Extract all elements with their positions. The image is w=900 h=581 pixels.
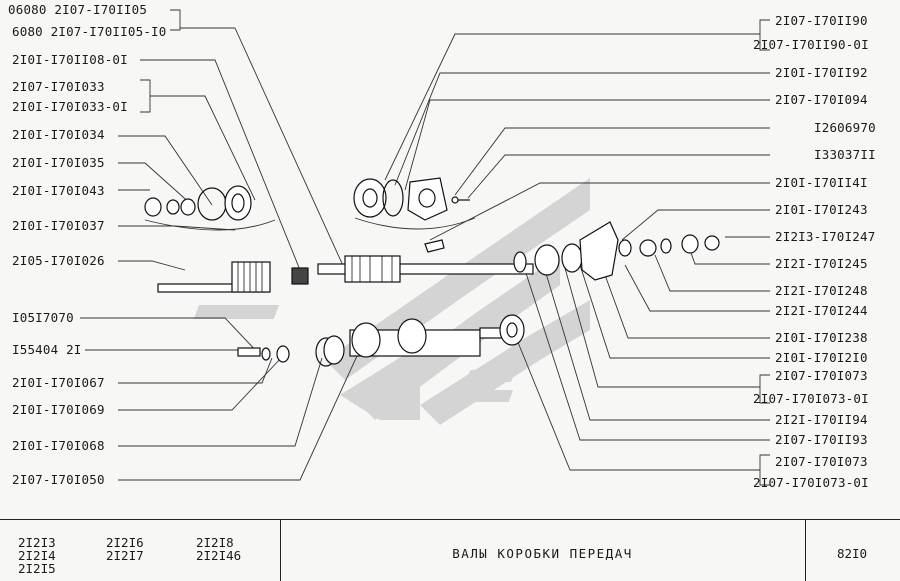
model-code: 2I2I6 [106,535,144,550]
label-part-2101-1701141: 2I0I-I70II4I [775,175,868,190]
label-part-2101-1701068: 2I0I-I70I068 [12,438,105,453]
cap [681,234,699,254]
label-part-2101-1701033: 2I0I-I70I033-0I [12,99,128,114]
flange [579,221,619,281]
label-part-2107-1701033: 2I07-I70I033 [12,79,105,94]
main-shaft [317,263,534,275]
bearing-ring [382,179,404,217]
label-part-2105-1701026: 2I05-I70I026 [12,253,105,268]
label-part-2101-1701037: 2I0I-I70I037 [12,218,105,233]
label-part-2121-1701248: 2I2I-I70I248 [775,283,868,298]
label-part-2107-1701050: 2I07-I70I050 [12,472,105,487]
retainer-bolt [451,196,459,204]
end-cap [704,235,720,251]
label-part-12606970: I2606970 [814,120,876,135]
label-part-2101-1701035: 2I0I-I70I035 [12,155,105,170]
label-part-13303711: I33037II [814,147,876,162]
label-part-2101-1701069: 2I0I-I70I069 [12,402,105,417]
sheet-code-cell: 82I0 [805,520,899,581]
label-part-6080: 6080 2I07-I70II05-I0 [12,24,167,39]
label-part-2101-1701192: 2I0I-I70II92 [775,65,868,80]
label-part-2101-1701108: 2I0I-I70II08-0I [12,52,128,67]
countershaft-bolt [237,347,261,357]
model-code: 2I2I4 [18,548,56,563]
spacer-washer [513,251,527,273]
model-code: 2I2I7 [106,548,144,563]
model-code: 2I2I46 [196,548,242,563]
label-part-1051707: I05I7070 [12,310,74,325]
input-shaft-assembly [144,185,309,293]
fifth-gear [534,244,560,276]
label-part-2107-1701073-b: 2I07-I70I073 [775,454,868,469]
model-code: 2I2I3 [18,535,56,550]
needle-bearing [291,267,309,285]
label-part-2107-1701073-a: 2I07-I70I073 [775,368,868,383]
label-part-2101-1701238: 2I0I-I70I238 [775,330,868,345]
label-part-2121-1701194: 2I2I-I70II94 [775,412,868,427]
label-part-2107-1701094: 2I07-I70I094 [775,92,868,107]
label-part-2101-1701210: 2I0I-I70I2I0 [775,350,868,365]
washer [618,239,632,257]
label-part-2101-1701243: 2I0I-I70I243 [775,202,868,217]
label-part-2101-1701043: 2I0I-I70I043 [12,183,105,198]
label-part-2107-1701073-01-a: 2I07-I70I073-0I [753,391,869,406]
spring-washer [261,347,271,361]
key [424,239,445,253]
label-part-2107-1701190: 2I07-I70II90 [775,13,868,28]
model-code: 2I2I8 [196,535,234,550]
countershaft-bearing [323,335,345,365]
label-part-2101-1701034: 2I0I-I70I034 [12,127,105,142]
model-code: 2I2I5 [18,561,56,576]
gear-hub [561,243,583,273]
label-part-2101-1701067: 2I0I-I70I067 [12,375,105,390]
flat-washer [276,345,290,363]
label-part-2121-1701244: 2I2I-I70I244 [775,303,868,318]
label-part-2107-1701073-01-b: 2I07-I70I073-0I [753,475,869,490]
applicable-models-cell: 2I2I3 2I2I4 2I2I5 2I2I6 2I2I7 2I2I8 2I2I… [0,520,281,581]
leader-lines [80,9,770,486]
sheet-title: ВАЛЫ КОРОБКИ ПЕРЕДАЧ [452,546,633,561]
label-part-21213-1701247: 2I2I3-I70I247 [775,229,876,244]
label-part-2107-1701193: 2I07-I70II93 [775,432,868,447]
title-block: 2I2I3 2I2I4 2I2I5 2I2I6 2I2I7 2I2I8 2I2I… [0,519,900,581]
label-part-1554042: I55404 2I [12,342,82,357]
lock-ring [660,238,672,254]
label-part-06080: 06080 2I07-I70II05 [8,2,148,17]
ring [180,198,196,216]
circlip-small [166,199,180,215]
sheet-title-cell: ВАЛЫ КОРОБКИ ПЕРЕДАЧ [280,520,806,581]
countershaft-assembly [237,314,525,367]
main-shaft-gears [344,255,401,283]
label-part-2107-1701190-01: 2I07-I70II90-0I [753,37,869,52]
label-part-2121-1701245: 2I2I-I70I245 [775,256,868,271]
snap-ring [197,187,227,221]
sheet-code: 82I0 [836,546,868,561]
primary-shaft-assembly [317,177,720,283]
exploded-view-drawing [80,9,770,486]
oil-seal [144,197,162,217]
nut [639,239,657,257]
